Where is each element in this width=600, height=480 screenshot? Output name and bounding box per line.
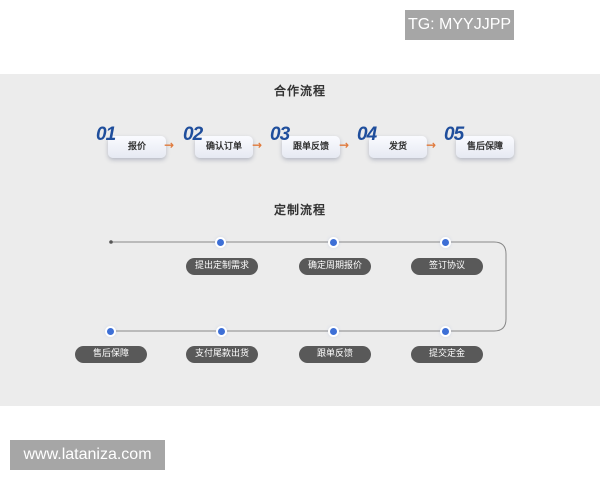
watermark-bottom: www.lataniza.com bbox=[10, 440, 165, 470]
watermark-top: TG: MYYJJPP bbox=[405, 10, 514, 40]
custom-step-2: 确定周期报价 bbox=[299, 258, 371, 275]
custom-step-6: 支付尾款出货 bbox=[186, 346, 258, 363]
coop-step-5: 05 售后保障 bbox=[444, 124, 534, 164]
arrow-right-icon: → bbox=[164, 138, 175, 152]
cooperation-title: 合作流程 bbox=[273, 84, 326, 98]
coop-step-1: 01 报价 bbox=[96, 124, 186, 164]
custom-step-1: 提出定制需求 bbox=[186, 258, 258, 275]
step-number: 04 bbox=[357, 124, 377, 145]
timeline-dot bbox=[107, 328, 114, 335]
custom-title: 定制流程 bbox=[273, 203, 326, 217]
process-panel: 合作流程 01 报价 → 02 确认订单 → 03 跟单反馈 → 04 发货 →… bbox=[0, 74, 600, 406]
step-number: 01 bbox=[96, 124, 116, 145]
timeline-dot bbox=[442, 328, 449, 335]
timeline-dot bbox=[218, 328, 225, 335]
coop-step-4: 04 发货 bbox=[357, 124, 447, 164]
timeline-dot bbox=[442, 239, 449, 246]
arrow-right-icon: → bbox=[426, 138, 437, 152]
custom-step-7: 售后保障 bbox=[75, 346, 147, 363]
step-label: 确认订单 bbox=[195, 136, 253, 158]
coop-step-3: 03 跟单反馈 bbox=[270, 124, 360, 164]
arrow-right-icon: → bbox=[252, 138, 263, 152]
custom-step-4: 提交定金 bbox=[411, 346, 483, 363]
step-label: 跟单反馈 bbox=[282, 136, 340, 158]
custom-step-5: 跟单反馈 bbox=[299, 346, 371, 363]
step-label: 发货 bbox=[369, 136, 427, 158]
arrow-right-icon: → bbox=[339, 138, 350, 152]
timeline-dot bbox=[330, 239, 337, 246]
timeline-path bbox=[109, 240, 507, 332]
step-number: 03 bbox=[270, 124, 290, 145]
timeline-dot bbox=[330, 328, 337, 335]
custom-step-3: 签订协议 bbox=[411, 258, 483, 275]
step-number: 02 bbox=[183, 124, 203, 145]
step-label: 报价 bbox=[108, 136, 166, 158]
timeline-dot bbox=[217, 239, 224, 246]
coop-step-2: 02 确认订单 bbox=[183, 124, 273, 164]
step-label: 售后保障 bbox=[456, 136, 514, 158]
step-number: 05 bbox=[444, 124, 464, 145]
